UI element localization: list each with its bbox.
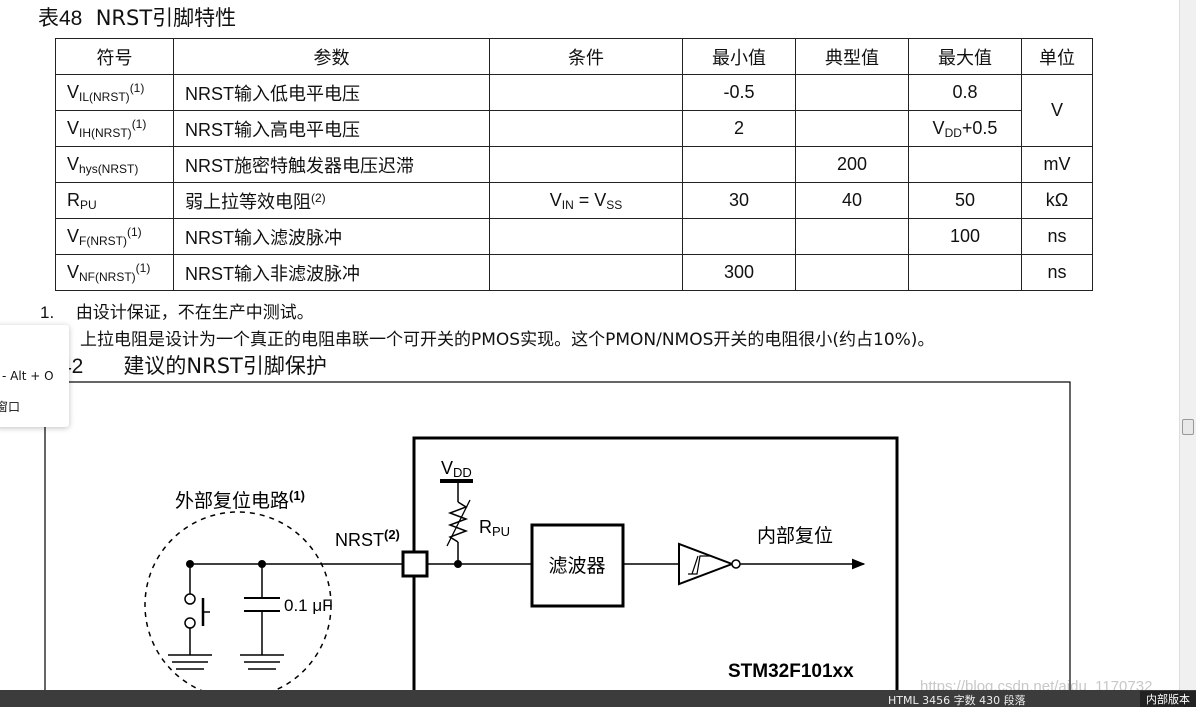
max-cell: 50 — [908, 182, 1022, 219]
footnote-2: 上拉电阻是设计为一个真正的电阻串联一个可开关的PMOS实现。这个PMON/NMO… — [80, 330, 935, 350]
vertical-scrollbar[interactable] — [1179, 0, 1196, 690]
status-text: HTML 3456 字数 430 段落 — [888, 694, 1026, 707]
max-cell: VDD+0.5 — [908, 110, 1022, 147]
filter-label: 滤波器 — [548, 555, 605, 577]
min-cell: 30 — [682, 182, 796, 219]
min-cell: 300 — [682, 254, 796, 291]
nrst-pin — [401, 550, 429, 578]
external-circuit-outline — [144, 511, 332, 699]
table-row: VIL(NRST)(1) NRST输入低电平电压 -0.5 0.8 V — [55, 74, 1093, 147]
symbol-cell: VIH(NRST)(1) — [55, 110, 174, 147]
chip-label: STM32F101xx — [728, 661, 854, 682]
condition-cell — [489, 146, 683, 183]
symbol-cell: VIL(NRST)(1) — [55, 74, 174, 111]
table-row: Vhys(NRST) NRST施密特触发器电压迟滞 200 mV — [55, 146, 1093, 183]
switch-contact — [184, 617, 196, 629]
vdd-label: VDD — [441, 458, 472, 480]
header-symbol: 符号 — [55, 38, 174, 75]
status-bar: HTML 3456 字数 430 段落 — [0, 690, 1196, 707]
inverter-bubble — [731, 559, 741, 569]
parameter-cell: NRST输入非滤波脉冲 — [173, 254, 490, 291]
typ-cell — [795, 110, 909, 147]
context-menu-popup[interactable]: - Alt + O 窗口 — [0, 325, 69, 427]
table-header-row: 符号 参数 条件 最小值 典型值 最大值 单位 — [55, 38, 1093, 75]
filter-block — [530, 523, 625, 608]
condition-cell — [489, 74, 683, 111]
unit-cell: ns — [1021, 218, 1093, 255]
external-reset-circuit-label: 外部复位电路(1) — [175, 488, 305, 512]
max-cell: 0.8 — [908, 74, 1022, 111]
condition-cell — [489, 218, 683, 255]
typ-cell — [795, 254, 909, 291]
shortcut-hint: - Alt + O — [2, 369, 54, 383]
table-row: VIH(NRST)(1) NRST输入高电平电压 2 VDD+0.5 — [55, 110, 1093, 147]
rpu-label: RPU — [479, 517, 510, 539]
window-menu-item[interactable]: 窗口 — [0, 400, 21, 414]
min-cell — [682, 218, 796, 255]
max-cell — [908, 146, 1022, 183]
unit-cell: ns — [1021, 254, 1093, 291]
condition-cell: VIN = VSS — [489, 182, 683, 219]
internal-reset-label: 内部复位 — [757, 525, 833, 547]
header-typ: 典型值 — [795, 38, 909, 75]
capacitor-label: 0.1 μF — [284, 596, 333, 615]
header-min: 最小值 — [682, 38, 796, 75]
version-tag: 内部版本 — [1140, 691, 1196, 707]
max-cell: 100 — [908, 218, 1022, 255]
table-row: VF(NRST)(1) NRST输入滤波脉冲 100 ns — [55, 218, 1093, 255]
switch-contact — [184, 593, 196, 605]
symbol-cell: VNF(NRST)(1) — [55, 254, 174, 291]
unit-cell: kΩ — [1021, 182, 1093, 219]
min-cell: -0.5 — [682, 74, 796, 111]
parameter-cell: NRST输入滤波脉冲 — [173, 218, 490, 255]
table-title: 表48 NRST引脚特性 — [38, 6, 237, 30]
scrollbar-thumb[interactable] — [1182, 419, 1194, 435]
typ-cell: 40 — [795, 182, 909, 219]
header-unit: 单位 — [1021, 38, 1093, 75]
header-condition: 条件 — [489, 38, 683, 75]
symbol-cell: VF(NRST)(1) — [55, 218, 174, 255]
max-cell — [908, 254, 1022, 291]
table-row: RPU 弱上拉等效电阻(2) VIN = VSS 30 40 50 kΩ — [55, 182, 1093, 219]
parameter-cell: NRST输入低电平电压 — [173, 74, 490, 111]
symbol-cell: RPU — [55, 182, 174, 219]
nrst-pin-label: NRST(2) — [335, 527, 400, 550]
table-row: VNF(NRST)(1) NRST输入非滤波脉冲 300 ns — [55, 254, 1093, 291]
nrst-characteristics-table: 符号 参数 条件 最小值 典型值 最大值 单位 VIL(NRST)(1) NRS… — [55, 38, 1093, 291]
footnote-1: 1. 由设计保证，不在生产中测试。 — [40, 303, 314, 323]
parameter-cell: NRST施密特触发器电压迟滞 — [173, 146, 490, 183]
schmitt-trigger-buffer — [678, 542, 735, 586]
unit-cell: mV — [1021, 146, 1093, 183]
header-max: 最大值 — [908, 38, 1022, 75]
unit-cell: V — [1021, 74, 1093, 147]
